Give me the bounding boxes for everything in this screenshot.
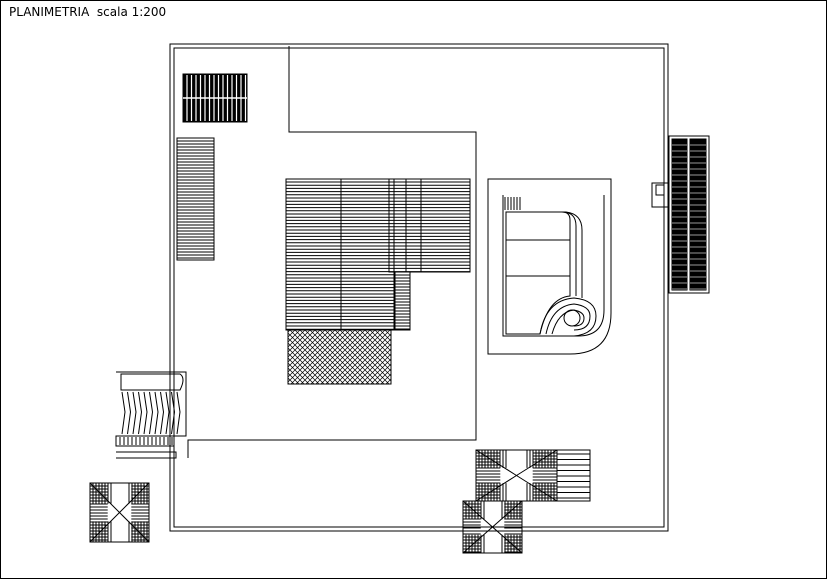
hip-roof-bottom-left <box>90 483 149 542</box>
pool-area <box>488 179 611 354</box>
drawing-title: PLANIMETRIA scala 1:200 <box>9 5 167 19</box>
building-outline <box>188 46 476 458</box>
hip-roof-bottom-right <box>463 450 590 553</box>
hatched-block-top-left <box>183 74 247 122</box>
central-roof <box>286 179 470 330</box>
pool <box>506 212 570 334</box>
solar-panels <box>652 136 709 293</box>
hatched-strip-left <box>177 138 214 260</box>
entrance-ramp <box>116 372 186 458</box>
crosshatch-terrace <box>288 330 391 384</box>
site-boundary <box>170 44 668 531</box>
